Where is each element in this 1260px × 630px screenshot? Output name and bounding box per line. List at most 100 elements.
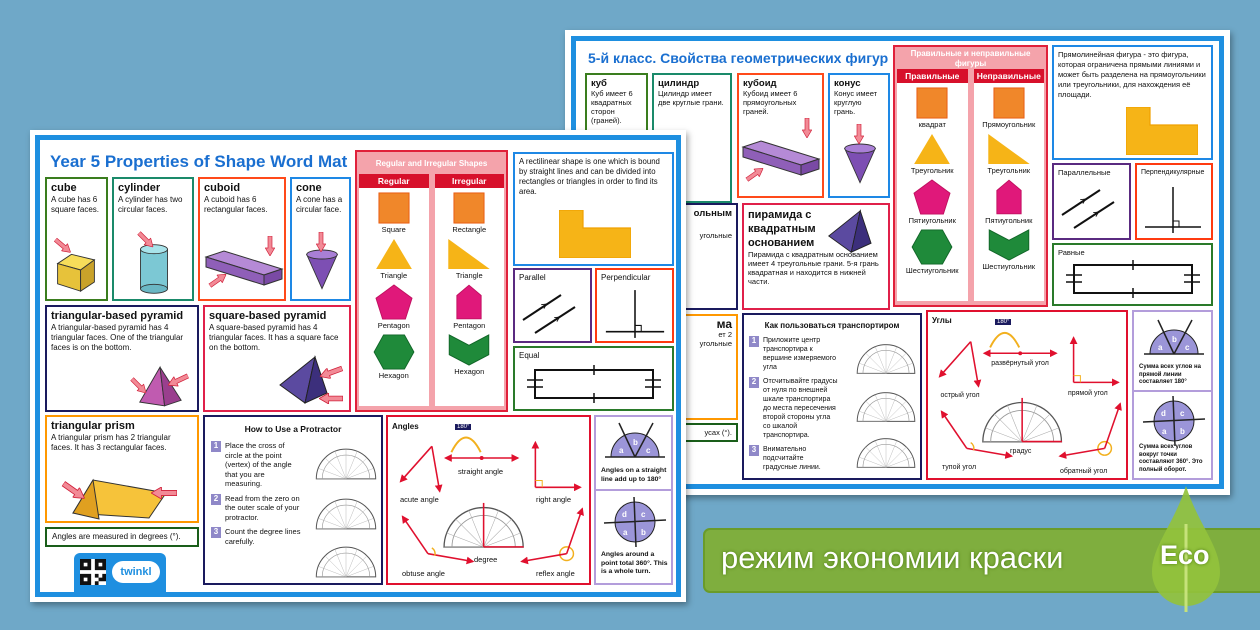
card-title: Angles — [392, 422, 419, 431]
card-text: Прямолинейная фигура - это фигура, котор… — [1058, 50, 1206, 99]
card-title: square-based pyramid — [209, 310, 327, 322]
arrow-icon — [265, 236, 275, 256]
ru-protractor-card: Как пользоваться транспортиром 1 Приложит… — [742, 313, 922, 480]
equal-sides-diagram — [1062, 259, 1202, 299]
card-text: A triangular-based pyramid has 4 triangu… — [51, 323, 184, 352]
angle-letter-d: d — [1161, 409, 1166, 418]
straight-line-sum-text: Angles on a straight line add up to 180° — [601, 467, 667, 483]
card-text: A cylinder has two circular faces. — [118, 195, 183, 214]
ru-angles-card: Углы 180° развёрнутый угол острый угол п… — [926, 310, 1128, 480]
equal-card: Equal — [513, 346, 674, 411]
point-angles-diagram: d c a b — [603, 497, 667, 547]
shape-label: Прямоугольник — [982, 120, 1036, 129]
right-angle-label: right angle — [536, 495, 572, 504]
right-triangle-shape — [447, 238, 491, 270]
rectilinear-shape — [559, 210, 631, 258]
eco-mode-text: режим экономии краски — [721, 540, 1064, 575]
angle-letter-c: c — [1180, 409, 1185, 418]
step-text: Внимательно подсчитайте градусные линии. — [763, 446, 821, 471]
step-text: Read from the zero on the outer scale of… — [225, 493, 300, 522]
perpendicular-lines — [1143, 185, 1203, 235]
column-header: Неправильные — [973, 69, 1044, 83]
card-text: A cuboid has 6 rectangular faces. — [204, 195, 268, 214]
square-pyramid-image — [824, 209, 874, 254]
irregular-pentagon-shape — [455, 284, 483, 320]
parallel-card: Parallel — [513, 268, 592, 343]
angle-letter-b: b — [1180, 427, 1185, 436]
card-text: угольные — [699, 231, 732, 240]
step-number: 1 — [749, 336, 759, 347]
eco-badge: Eco — [1160, 540, 1210, 570]
ru-rectilinear-card: Прямолинейная фигура - это фигура, котор… — [1052, 45, 1213, 160]
shape-label: Triangle — [455, 271, 483, 280]
card-text: Equal — [519, 351, 540, 360]
eco-leaf-icon — [1152, 486, 1220, 612]
point-sum-text: Сумма всех углов вокруг точки составляют… — [1139, 444, 1203, 473]
irregular-column: Неправильные Прямоугольник Треугольник П… — [973, 69, 1044, 301]
card-text: Perpendicular — [601, 273, 651, 282]
square-shape — [916, 87, 948, 119]
card-title: Углы — [932, 316, 952, 325]
angle-letter-d: d — [622, 510, 627, 519]
perpendicular-lines — [603, 288, 667, 340]
angle-sums-card: a b c Angles on a straight line add up t… — [594, 415, 673, 585]
shape-label: Triangle — [380, 271, 408, 280]
ru-shapes-panel: Правильные и неправильные фигуры Правиль… — [893, 45, 1048, 307]
card-title: Как пользоваться транспортиром — [764, 321, 900, 330]
angle-letter-c: c — [641, 510, 646, 519]
reflex-angle-label: обратный угол — [1060, 468, 1108, 475]
qr-code-icon — [80, 559, 106, 585]
panel-title: Regular and Irregular Shapes — [375, 159, 488, 168]
angles-note: Angles are measured in degrees (°). — [45, 527, 199, 547]
rectangle-shape — [987, 87, 1031, 119]
cone-image — [842, 137, 878, 187]
twinkl-logo[interactable]: twinkl — [112, 561, 160, 583]
obtuse-angle-label: тупой угол — [942, 464, 977, 471]
angle-letter-b: b — [641, 528, 646, 537]
card-title: cuboid — [204, 182, 241, 194]
card-text: A rectilinear shape is one which is boun… — [519, 157, 660, 196]
step-text: Приложите центр транспортира к вершине и… — [763, 337, 836, 371]
straight-line-angles-diagram: a b c — [1144, 319, 1204, 355]
degree-label: градус — [1010, 448, 1032, 455]
arrow-icon — [802, 118, 812, 138]
card-text: A cone has a circular face. — [296, 195, 343, 214]
card-title: кубоид — [743, 78, 777, 89]
card-text: ет 2 угольные — [699, 330, 732, 348]
step-number: 2 — [211, 493, 221, 505]
protractor-image — [313, 543, 379, 581]
ru-card-square-pyramid: пирамида с квадратным основанием Пирамид… — [742, 203, 890, 310]
shape-label: Hexagon — [378, 371, 409, 380]
rectilinear-shape — [1126, 107, 1198, 155]
angle-letter-a: a — [619, 446, 624, 455]
card-title: ольным — [693, 208, 732, 219]
card-text: усах (°). — [704, 428, 733, 437]
straight-line-angles-diagram: a b c — [605, 422, 665, 458]
ru-angle-sums-card: a b c Сумма всех углов на прямой линии с… — [1132, 310, 1213, 480]
point-angles-diagram: d c a b — [1142, 396, 1206, 446]
shape-label: Pentagon — [453, 321, 486, 330]
ru-parallel-card: Параллельные — [1052, 163, 1131, 240]
perpendicular-card: Perpendicular — [595, 268, 674, 343]
step-text: Place the cross of circle at the point (… — [225, 441, 292, 488]
equal-sides-diagram — [523, 364, 663, 404]
reflex-angle-label: reflex angle — [536, 569, 575, 578]
badge-180: 180° — [455, 424, 472, 430]
badge-180: 180° — [995, 319, 1012, 325]
step-number: 2 — [749, 377, 759, 388]
shape-label: Треугольник — [987, 166, 1031, 175]
card-text: Кубоид имеет 6 прямоугольных граней. — [743, 89, 798, 116]
degree-label: degree — [474, 555, 498, 564]
straight-angle-label: развёрнутый угол — [991, 360, 1049, 367]
irregular-column: Irregular Rectangle Triangle Pentagon He… — [434, 174, 504, 406]
triangle-shape — [913, 133, 951, 165]
protractor-image — [854, 389, 918, 425]
column-header: Irregular — [434, 174, 504, 188]
step-number: 3 — [211, 527, 221, 538]
right-angle-label: прямой угол — [1068, 390, 1108, 397]
